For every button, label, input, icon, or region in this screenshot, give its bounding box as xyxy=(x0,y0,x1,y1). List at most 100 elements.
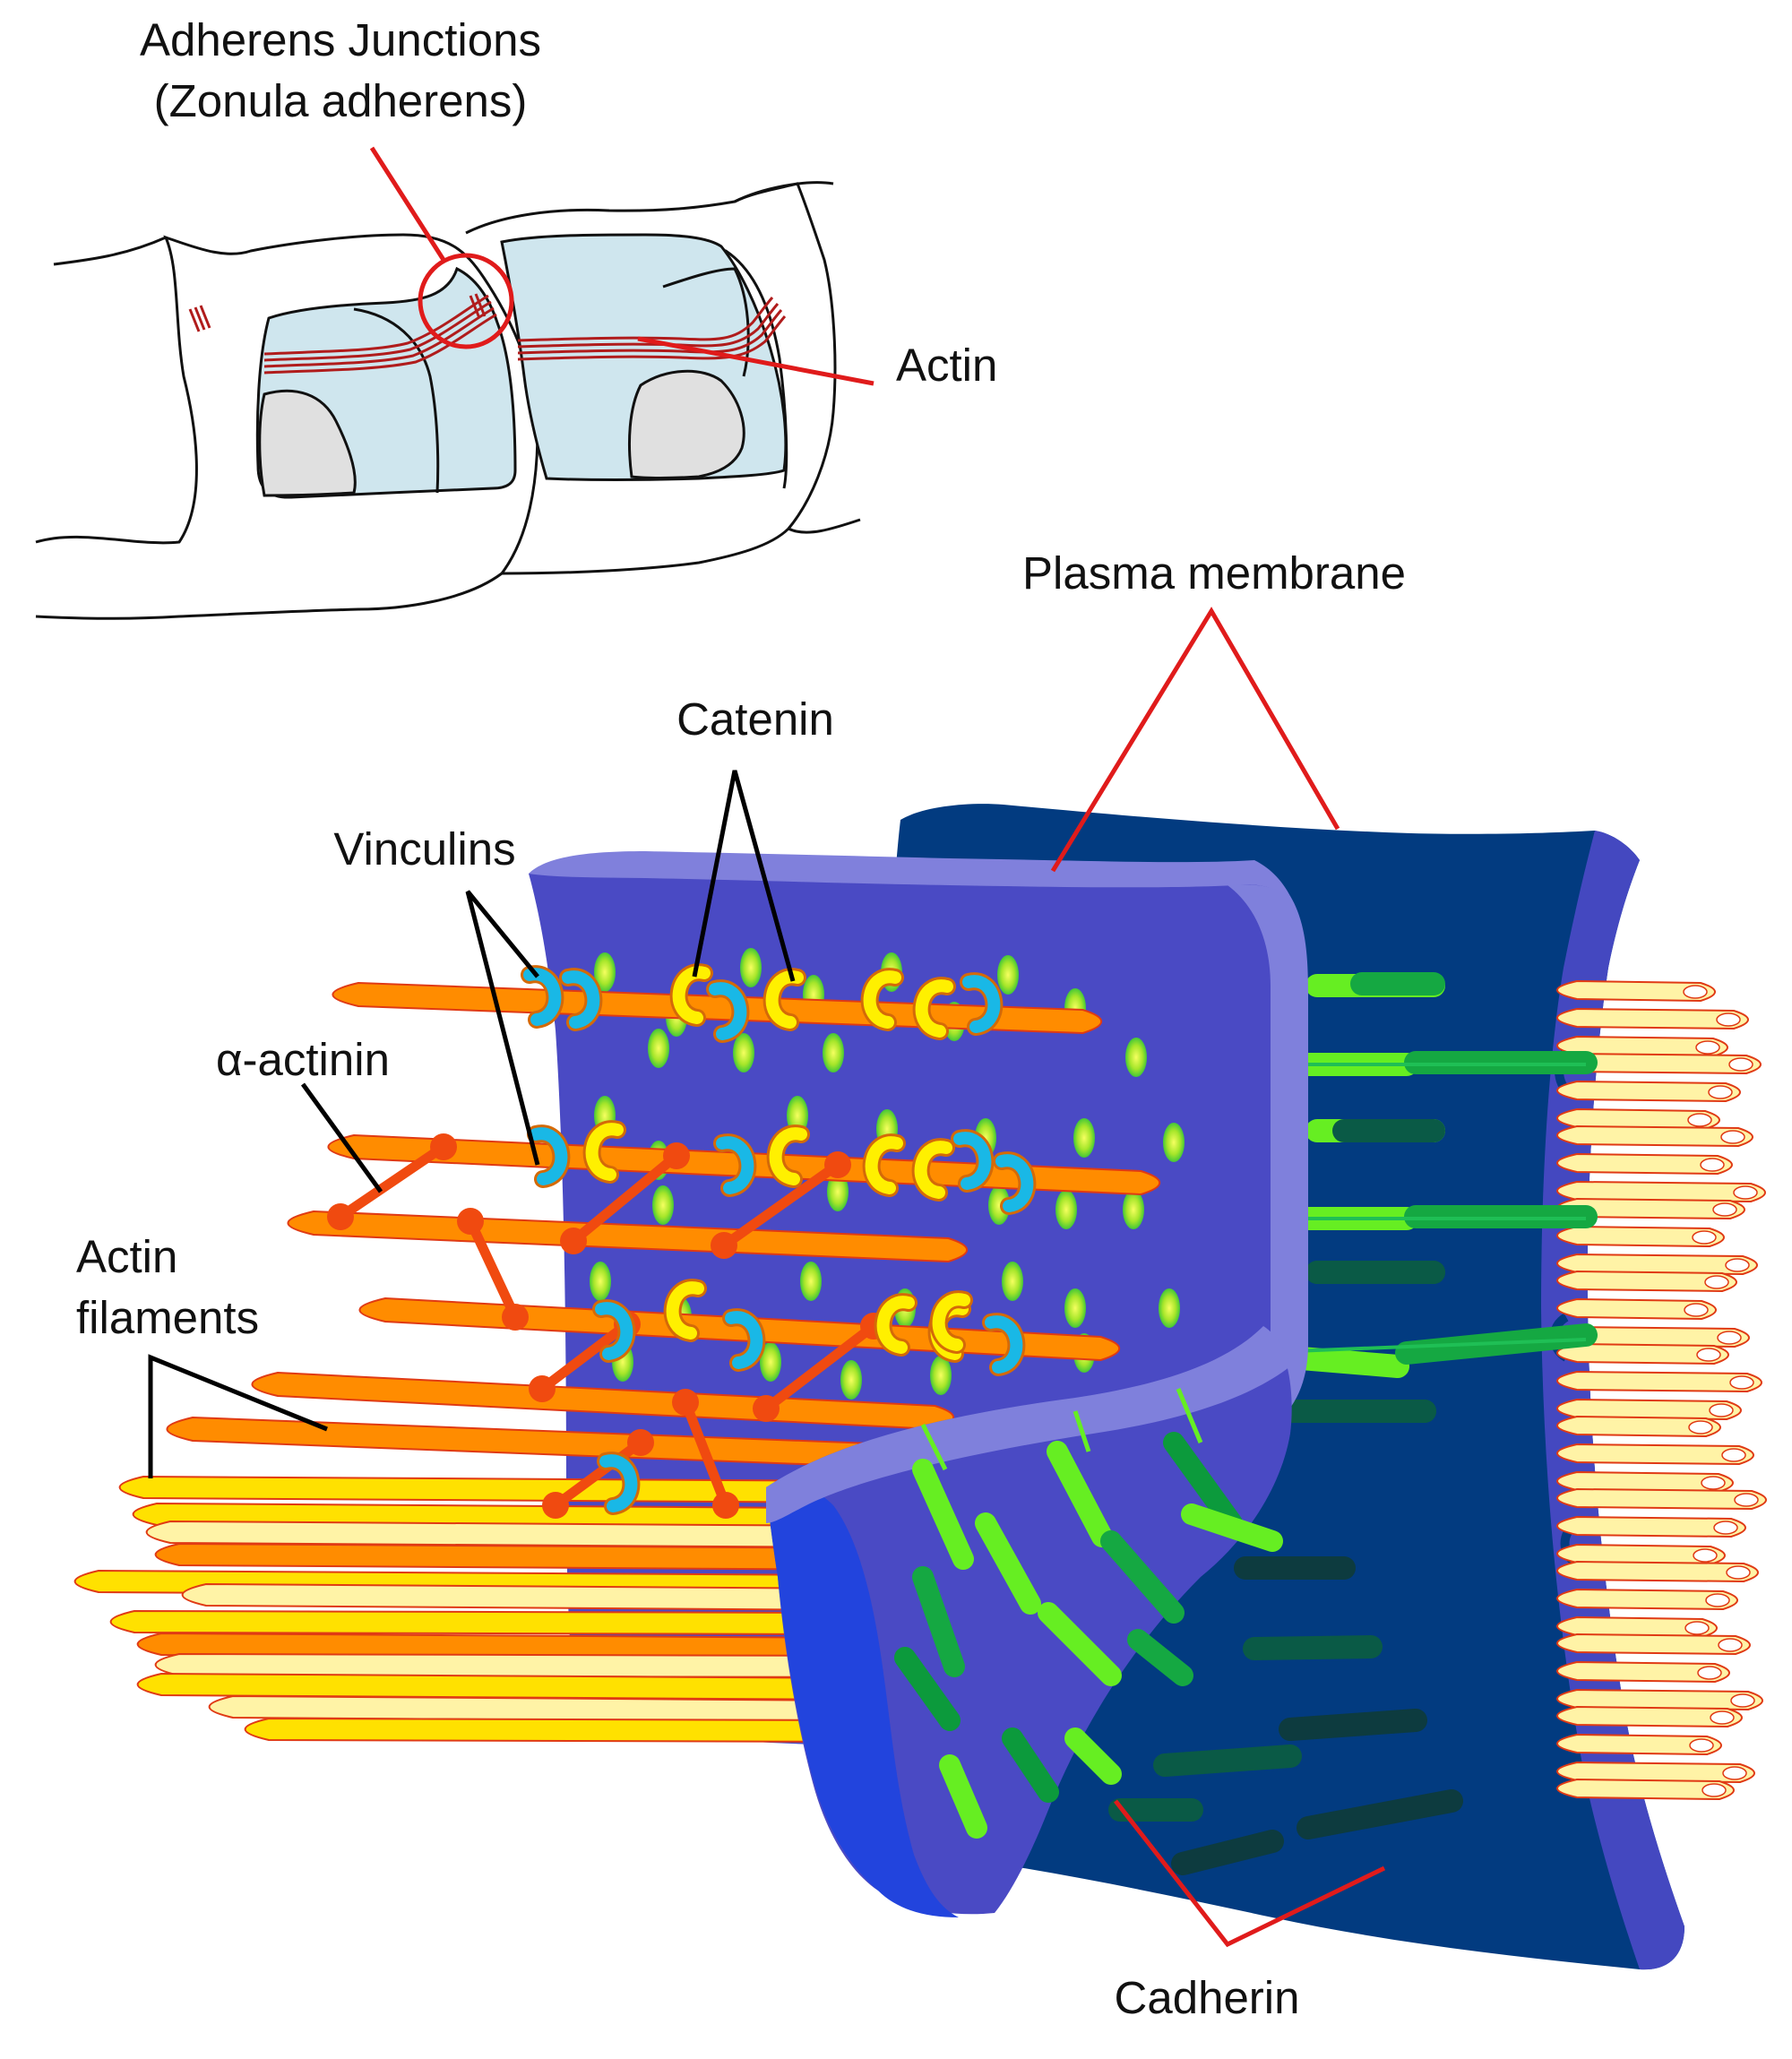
filament-right-tip xyxy=(1696,1348,1721,1362)
front-membrane-right-rim xyxy=(1228,884,1308,1434)
pointer-actin-filaments xyxy=(148,1354,328,1478)
filament-right-tip xyxy=(1689,1738,1714,1753)
filament-right xyxy=(1556,1007,1749,1030)
cadherin xyxy=(894,1647,961,1731)
filament-right-tip xyxy=(1683,985,1708,999)
catenin xyxy=(666,1281,704,1340)
filament-right-tip xyxy=(1734,1493,1759,1507)
membrane-protein-dot xyxy=(827,1172,849,1211)
filament-right-tip xyxy=(1708,1085,1733,1099)
pointer-adherens xyxy=(369,146,446,262)
filament-right xyxy=(1556,1080,1741,1103)
alpha-actinin-end xyxy=(529,1375,556,1402)
alpha-actinin xyxy=(568,1150,682,1246)
cadherin xyxy=(1163,1432,1243,1534)
catenin xyxy=(915,979,953,1038)
junction-highlight-circle xyxy=(418,253,514,349)
filament-right xyxy=(1556,1487,1767,1511)
filament-right xyxy=(1556,1660,1730,1684)
label-actin: Actin xyxy=(896,340,997,391)
front-membrane-top-rim xyxy=(529,851,1290,896)
alpha-actinin-end xyxy=(542,1492,569,1519)
actin-filament xyxy=(251,1371,954,1431)
cadherin xyxy=(1171,1830,1284,1875)
filament-right xyxy=(1556,1588,1738,1611)
membrane-protein-dot xyxy=(652,1185,674,1225)
cadherin xyxy=(1243,1635,1383,1660)
cadherin xyxy=(1127,1629,1193,1686)
filament-right xyxy=(1556,1733,1722,1756)
membrane-protein-dot xyxy=(648,1029,669,1068)
membrane-protein-dot xyxy=(1002,1262,1023,1301)
label-vinculins: Vinculins xyxy=(333,823,515,874)
membrane-protein-dot xyxy=(1163,1123,1185,1162)
filament-right-tip xyxy=(1695,1040,1720,1055)
label-pointers xyxy=(148,607,1386,1948)
filament-right xyxy=(1556,1270,1737,1293)
filament-right-tip xyxy=(1701,1476,1726,1490)
filament-right xyxy=(1556,1415,1721,1438)
membrane-protein-dot xyxy=(594,952,616,992)
filament-right-tip xyxy=(1721,1448,1746,1462)
catenin xyxy=(863,970,901,1029)
cadherin-stalk xyxy=(1176,1388,1203,1443)
filament-right-tip xyxy=(1722,1766,1747,1780)
alpha-actinin xyxy=(465,1216,521,1322)
vinculin xyxy=(595,1302,633,1360)
vinculin xyxy=(716,1136,754,1194)
alpha-actinin xyxy=(680,1397,731,1511)
catenin xyxy=(914,1141,952,1199)
membrane-protein-dot xyxy=(1064,1288,1086,1328)
membrane-protein-dot xyxy=(997,955,1019,995)
membrane-protein-dot xyxy=(1123,1190,1144,1229)
alpha-actinin xyxy=(335,1141,449,1222)
cadherin xyxy=(975,1512,1041,1615)
label-adherens-junctions-line1: Adherens Junctions xyxy=(140,14,541,65)
alpha-actinin-end xyxy=(663,1142,690,1169)
cell-top-left-edge xyxy=(53,236,167,266)
labels: Adherens Junctions (Zonula adherens) Act… xyxy=(76,14,1406,2023)
vinculin xyxy=(709,982,747,1040)
filament-right xyxy=(1556,1705,1743,1728)
filament-right-tip xyxy=(1704,1275,1729,1289)
filament-right xyxy=(1556,1225,1725,1248)
filament-right-tip xyxy=(1692,1230,1717,1245)
pointer-cadherin xyxy=(1114,1799,1386,1948)
cell-top-right xyxy=(465,182,837,575)
filament-right-tip xyxy=(1700,1158,1725,1172)
membrane-protein-dot xyxy=(840,1360,862,1400)
filament-right-tip xyxy=(1733,1185,1758,1200)
filament-right xyxy=(1556,1342,1729,1365)
fold-front-face xyxy=(766,1484,959,1917)
vinculin xyxy=(953,1132,992,1190)
label-plasma-membrane: Plasma membrane xyxy=(1022,547,1406,599)
cadherin xyxy=(912,1566,965,1677)
pointer-vinculins xyxy=(465,890,540,1166)
actin-filament-bundle xyxy=(181,1582,880,1612)
filament-right-tip xyxy=(1729,1375,1754,1390)
actin-filament-bundle xyxy=(118,1475,880,1504)
alpha-actinin-end xyxy=(627,1429,654,1456)
filament-right xyxy=(1556,1560,1759,1583)
nucleus-left xyxy=(258,389,357,497)
cadherin xyxy=(1279,1709,1427,1741)
filament-right-tip xyxy=(1717,1331,1742,1345)
label-alpha-actinin: α-actinin xyxy=(216,1034,390,1085)
filament-right-tip xyxy=(1688,1420,1713,1434)
cadherin-stalk xyxy=(920,1423,948,1471)
cadherin xyxy=(912,1459,974,1570)
filament-right-tip xyxy=(1716,1012,1741,1027)
actin-belt xyxy=(188,293,787,375)
alpha-actinin-end xyxy=(430,1133,457,1160)
alpha-actinin xyxy=(537,1319,633,1394)
alpha-actinin-end xyxy=(327,1203,354,1230)
alpha-actinin-end xyxy=(712,1492,739,1519)
membrane-protein-dot xyxy=(1055,1190,1077,1229)
filament-right-tip xyxy=(1705,1593,1730,1607)
cadherin xyxy=(939,1754,987,1839)
membrane-protein-dot xyxy=(988,1185,1010,1225)
label-catenin: Catenin xyxy=(676,694,834,745)
cell-top-far-right xyxy=(734,181,834,203)
vinculin xyxy=(599,1454,638,1512)
